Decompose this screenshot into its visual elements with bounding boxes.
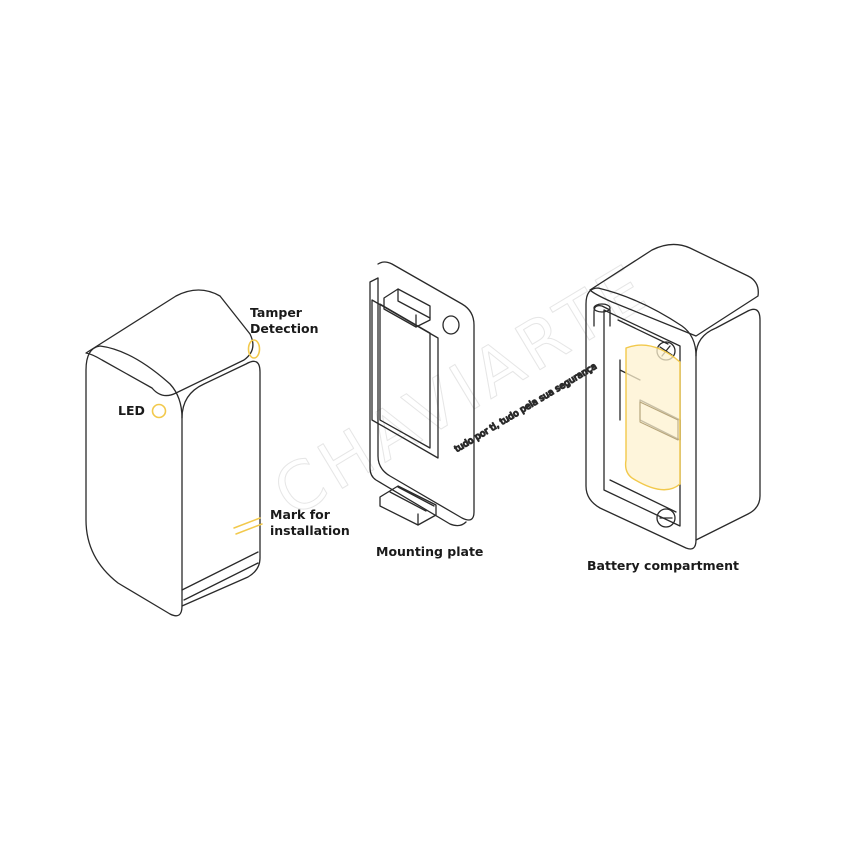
battery-compartment-label: Battery compartment: [587, 558, 739, 573]
tamper-label-line2: Detection: [250, 321, 319, 336]
battery-compartment-unit: [585, 243, 761, 550]
mounting-plate-label: Mounting plate: [376, 544, 484, 559]
tamper-label-line1: Tamper: [250, 305, 302, 320]
installation-mark: [233, 517, 263, 535]
tamper-detection-label: Tamper Detection: [250, 305, 318, 337]
mark-label-line2: installation: [270, 523, 350, 538]
watermark-brand: CHAVIARTE: [261, 248, 664, 532]
installation-mark-label: Mark for installation: [270, 507, 350, 539]
mark-label-line1: Mark for: [270, 507, 330, 522]
tamper-detection-marker: [247, 339, 261, 359]
mounting-plate: [369, 261, 475, 527]
battery-highlight: [624, 344, 681, 491]
led-marker: [151, 403, 167, 419]
led-label: LED: [118, 403, 145, 418]
watermark: CHAVIARTE tudo por ti, tudo pela sua seg…: [260, 248, 664, 533]
sensor-device: [85, 289, 261, 617]
